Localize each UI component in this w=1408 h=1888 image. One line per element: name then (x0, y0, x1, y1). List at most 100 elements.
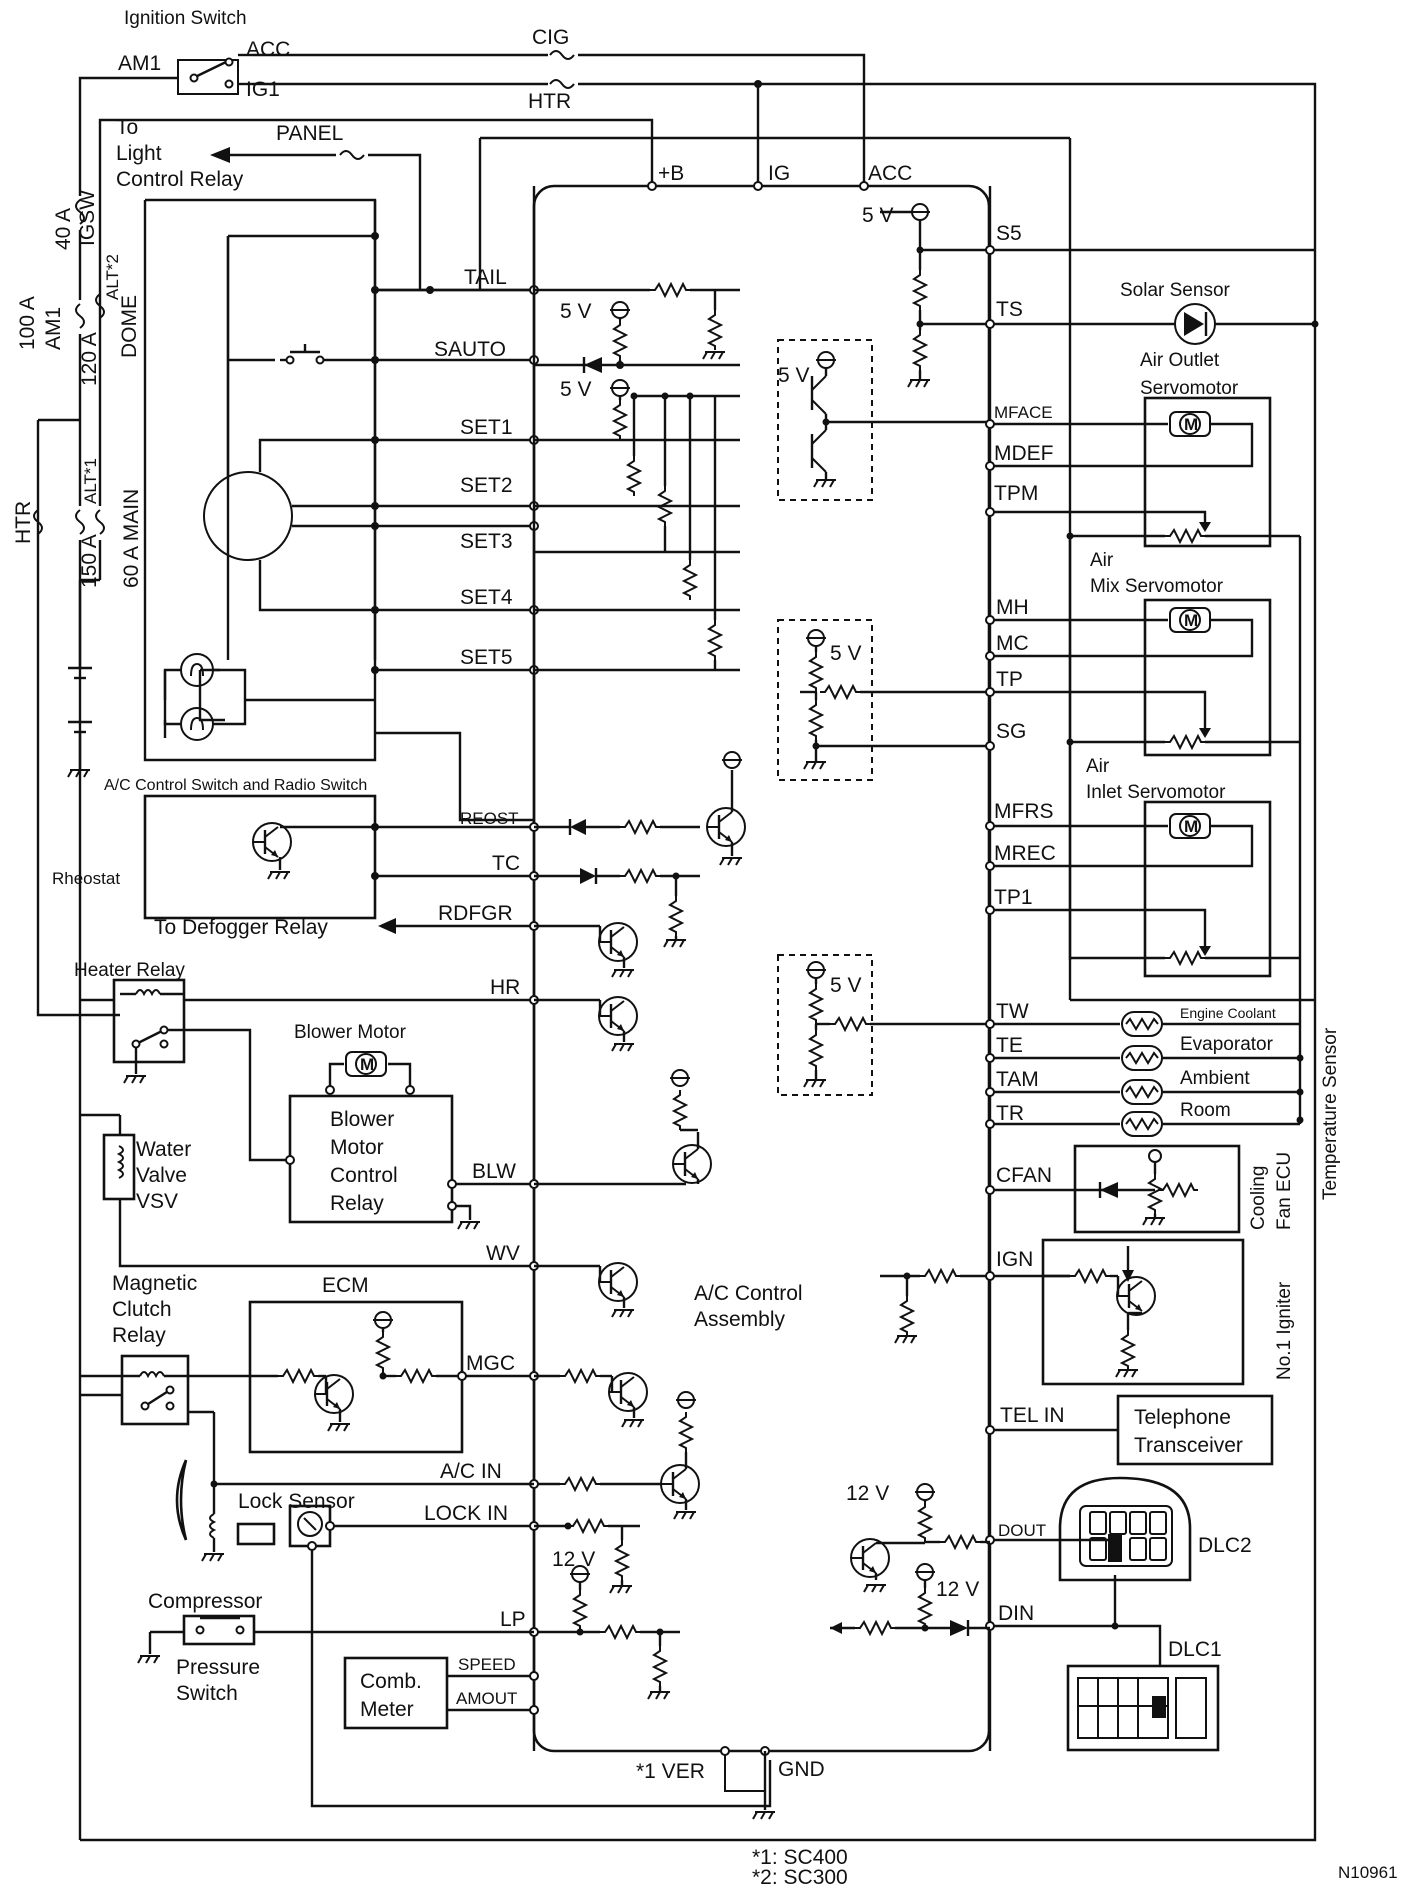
mfrs-label: MFRS (994, 800, 1054, 823)
acc-pin-label: ACC (868, 162, 912, 185)
fuse-am1-label: AM1 (42, 307, 65, 350)
dout-label: DOUT (998, 1521, 1046, 1540)
set1-label: SET1 (460, 416, 513, 439)
air-outlet-servomotor-label: Servomotor (1140, 378, 1239, 399)
air-inlet-servomotor-label: Inlet Servomotor (1086, 782, 1226, 803)
ts-label: TS (996, 298, 1023, 321)
mag-clutch-label-3: Relay (112, 1324, 166, 1347)
tc-label: TC (492, 852, 520, 875)
reost-label: REOST (460, 809, 519, 828)
gnd-label: GND (778, 1758, 825, 1781)
water-label-2: Valve (136, 1164, 187, 1187)
engine-coolant-label: Engine Coolant (1180, 1005, 1276, 1021)
fuse-40a-label: 40 A (52, 208, 75, 250)
mag-clutch-label-1: Magnetic (112, 1272, 197, 1295)
switch-label: Switch (176, 1682, 238, 1705)
five-v-label-4: 5 V (862, 204, 894, 227)
lp-label: LP (500, 1608, 526, 1631)
dlc2-label: DLC2 (1198, 1534, 1252, 1557)
din-label: DIN (998, 1602, 1034, 1625)
fuse-dome-label: DOME (118, 295, 141, 358)
mag-clutch-label-2: Clutch (112, 1298, 172, 1321)
comb-meter-box (343, 1656, 449, 1730)
ac-control-switch-label: A/C Control Switch and Radio Switch (104, 777, 367, 794)
five-v-label-3: 5 V (778, 364, 810, 387)
cig-label: CIG (532, 26, 569, 49)
fuse-igsw-label: IGSW (76, 190, 99, 246)
to-label: To (116, 116, 138, 139)
fuse-150a-label: 150 A (78, 534, 101, 588)
light-label: Light (116, 142, 162, 165)
five-v-label-6: 5 V (830, 974, 862, 997)
twelve-v-label-1: 12 V (552, 1548, 595, 1571)
telephone-label-2: Transceiver (1134, 1434, 1243, 1457)
lock-sensor-label: Lock Sensor (238, 1490, 355, 1513)
mh-label: MH (996, 596, 1029, 619)
tw-label: TW (996, 1000, 1029, 1023)
ignition-switch-label: Ignition Switch (124, 8, 247, 29)
no1-igniter-box (1041, 1238, 1245, 1386)
servo-driver-dashed-box (777, 339, 873, 501)
dlc1-connector (1066, 1664, 1220, 1752)
air-outlet-servomotor-box (1143, 396, 1272, 548)
hr-label: HR (490, 976, 520, 999)
wv-label: WV (486, 1242, 520, 1265)
am1-label: AM1 (118, 52, 161, 75)
bmcr-label-4: Relay (330, 1192, 384, 1215)
five-v-label-5: 5 V (830, 642, 862, 665)
sg-label: SG (996, 720, 1026, 743)
ver-label: *1 VER (636, 1760, 705, 1783)
cfan-label: CFAN (996, 1164, 1052, 1187)
pressure-label: Pressure (176, 1656, 260, 1679)
speed-label: SPEED (458, 1655, 516, 1674)
set3-label: SET3 (460, 530, 513, 553)
fuse-120a-label: 120 A (78, 332, 101, 386)
panel-label: PANEL (276, 122, 343, 145)
ac-in-label: A/C IN (440, 1460, 502, 1483)
figure-id-label: N10961 (1338, 1863, 1398, 1882)
twelve-v-label-2: 12 V (846, 1482, 889, 1505)
bmcr-label-2: Motor (330, 1136, 384, 1159)
water-label-1: Water (136, 1138, 191, 1161)
ign-label: IGN (996, 1248, 1033, 1271)
fan-ecu-label: Fan ECU (1274, 1152, 1295, 1230)
ig-pin-label: IG (768, 162, 790, 185)
bmcr-label-3: Control (330, 1164, 398, 1187)
fuse-alt1-label: ALT*1 (81, 458, 100, 504)
no1-igniter-label: No.1 Igniter (1274, 1281, 1295, 1380)
ac-control-assembly-label-1: A/C Control (694, 1282, 803, 1305)
twelve-v-label-3: 12 V (936, 1578, 979, 1601)
heater-relay-label: Heater Relay (74, 960, 185, 981)
rheostat-box (143, 794, 377, 920)
air-inlet-label: Air (1086, 756, 1110, 777)
mc-label: MC (996, 632, 1029, 655)
fuse-htr-label: HTR (12, 501, 35, 544)
air-inlet-servomotor-box (1143, 800, 1272, 978)
dlc1-label: DLC1 (1168, 1638, 1222, 1661)
blower-motor-label: Blower Motor (294, 1022, 407, 1043)
ac-control-assembly-box (532, 184, 991, 1753)
blw-label: BLW (472, 1160, 516, 1183)
mrec-label: MREC (994, 842, 1056, 865)
htr-label: HTR (528, 90, 571, 113)
te-label: TE (996, 1034, 1023, 1057)
tr-label: TR (996, 1102, 1024, 1125)
compressor-label: Compressor (148, 1590, 262, 1613)
heater-relay-box (112, 978, 186, 1064)
fuse-100a-label: 100 A (16, 296, 39, 350)
air-outlet-label: Air Outlet (1140, 350, 1220, 371)
bmcr-label-1: Blower (330, 1108, 394, 1131)
air-mix-servomotor-label: Mix Servomotor (1090, 576, 1224, 597)
comb-label: Comb. (360, 1670, 422, 1693)
solar-sensor-label: Solar Sensor (1120, 280, 1231, 301)
fuse-60a-main-label: 60 A MAIN (120, 489, 143, 588)
set2-label: SET2 (460, 474, 513, 497)
note1-label: *1: SC400 (752, 1846, 848, 1869)
evaporator-label: Evaporator (1180, 1034, 1274, 1055)
dlc2-connector (1058, 1476, 1192, 1582)
magnetic-clutch-relay-box (120, 1354, 190, 1426)
tpm-label: TPM (994, 482, 1038, 505)
set5-label: SET5 (460, 646, 513, 669)
pressure-switch-box (182, 1614, 256, 1646)
five-v-label-1: 5 V (560, 300, 592, 323)
